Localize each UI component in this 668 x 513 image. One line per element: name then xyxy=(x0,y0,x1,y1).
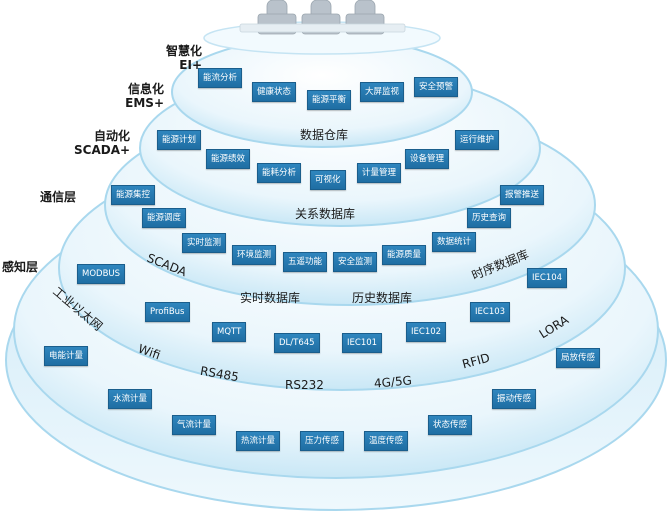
tag-scada-dispatch: 能源调度 xyxy=(142,208,187,228)
tag-scada-environment: 环境监测 xyxy=(232,245,277,265)
label-ems-line1: 信息化 xyxy=(127,82,164,96)
label-ems-line2: EMS+ xyxy=(125,96,164,110)
band-scada-history-db: 历史数据库 xyxy=(352,291,413,305)
band-comm-rs232: RS232 xyxy=(285,378,324,392)
tag-scada-quality: 能源质量 xyxy=(382,245,427,265)
tag-scada-central: 能源集控 xyxy=(111,185,156,205)
tag-sense-vibration: 振动传感 xyxy=(492,389,537,409)
tag-ei-health: 健康状态 xyxy=(252,82,297,102)
label-ei-line1: 智慧化 xyxy=(165,44,202,58)
desk-panel xyxy=(239,23,406,33)
label-scada-line2: SCADA+ xyxy=(74,143,131,157)
tag-scada-five-remote: 五遥功能 xyxy=(283,252,328,272)
tag-ei-warning: 安全预警 xyxy=(414,77,459,97)
tag-ems-metering: 计量管理 xyxy=(357,163,402,183)
tag-sense-water: 水流计量 xyxy=(108,389,153,409)
tag-comm-modbus: MODBUS xyxy=(77,264,126,284)
tag-scada-safety: 安全监测 xyxy=(333,252,378,272)
tag-ems-performance: 能源绩效 xyxy=(206,149,251,169)
tag-ems-plan: 能源计划 xyxy=(157,130,202,150)
tag-comm-dlt645: DL/T645 xyxy=(274,333,320,353)
tag-scada-history: 历史查询 xyxy=(467,208,512,228)
label-scada-line1: 自动化 xyxy=(93,129,130,143)
tag-sense-temperature: 温度传感 xyxy=(364,431,409,451)
tag-comm-mqtt: MQTT xyxy=(212,322,247,342)
tag-comm-iec104: IEC104 xyxy=(527,268,568,288)
tag-ei-screen: 大屏监视 xyxy=(360,82,405,102)
tag-ei-energy-flow: 能流分析 xyxy=(198,68,243,88)
tag-sense-status: 状态传感 xyxy=(428,415,473,435)
label-ems: 信息化 EMS+ xyxy=(118,82,164,110)
label-ei-line2: EI+ xyxy=(179,58,202,72)
label-ei: 智慧化 EI+ xyxy=(162,44,202,72)
tag-sense-partial-discharge: 局放传感 xyxy=(556,348,601,368)
tag-sense-power: 电能计量 xyxy=(44,346,89,366)
tag-comm-profibus: ProfiBus xyxy=(145,302,190,322)
tag-ems-analysis: 能耗分析 xyxy=(257,163,302,183)
tag-scada-stats: 数据统计 xyxy=(432,232,477,252)
label-scada: 自动化 SCADA+ xyxy=(74,129,130,157)
tag-scada-alarm: 报警推送 xyxy=(500,185,545,205)
tag-ems-equipment: 设备管理 xyxy=(405,149,450,169)
tag-sense-heat: 热流计量 xyxy=(236,431,281,451)
band-ei-warehouse: 数据仓库 xyxy=(300,128,349,142)
tag-sense-pressure: 压力传感 xyxy=(300,431,345,451)
label-comm: 通信层 xyxy=(40,190,77,204)
tag-ems-maintenance: 运行维护 xyxy=(455,130,500,150)
tag-comm-iec101: IEC101 xyxy=(342,333,383,353)
tag-ei-balance: 能源平衡 xyxy=(307,90,352,110)
tag-scada-realtime: 实时监测 xyxy=(182,233,227,253)
band-ems-relational: 关系数据库 xyxy=(295,207,356,221)
tag-sense-gas: 气流计量 xyxy=(172,415,217,435)
band-scada-realtime-db: 实时数据库 xyxy=(240,291,301,305)
label-sense: 感知层 xyxy=(2,260,39,274)
tag-comm-iec103: IEC103 xyxy=(470,302,511,322)
tag-comm-iec102: IEC102 xyxy=(406,322,447,342)
tag-ems-visual: 可视化 xyxy=(310,170,346,190)
